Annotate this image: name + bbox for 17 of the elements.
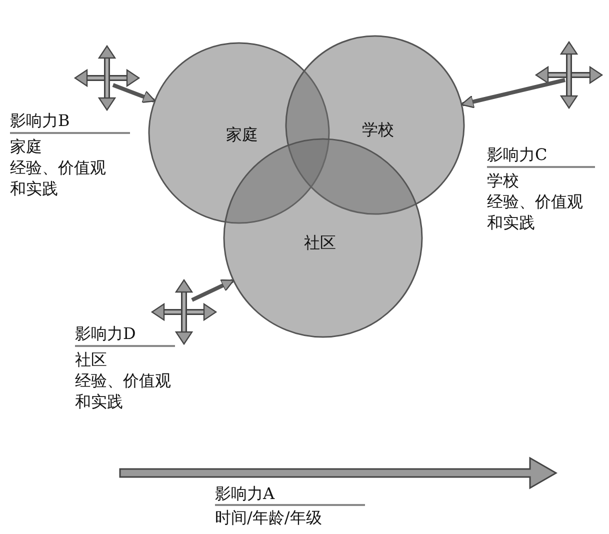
label: 经验、价值观和实践 bbox=[10, 157, 107, 199]
label: 社区 bbox=[75, 349, 107, 370]
influence-heading: 影响力D bbox=[75, 323, 136, 344]
arrow bbox=[112, 83, 156, 103]
influence-heading: 影响力B bbox=[10, 110, 70, 131]
label: 家庭 bbox=[10, 136, 42, 157]
circle-label: 社区 bbox=[304, 233, 336, 254]
label: 时间/年龄/年级 bbox=[215, 507, 322, 528]
label: 经验、价值观和实践 bbox=[487, 191, 584, 233]
arrow bbox=[191, 278, 234, 302]
arrow bbox=[460, 78, 566, 108]
label: 学校 bbox=[487, 170, 519, 191]
label: 经验、价值观和实践 bbox=[75, 370, 172, 412]
circle-label: 家庭 bbox=[226, 125, 258, 146]
circle-label: 学校 bbox=[362, 120, 394, 141]
influence-heading: 影响力C bbox=[487, 144, 548, 165]
influence-heading: 影响力A bbox=[215, 483, 275, 504]
